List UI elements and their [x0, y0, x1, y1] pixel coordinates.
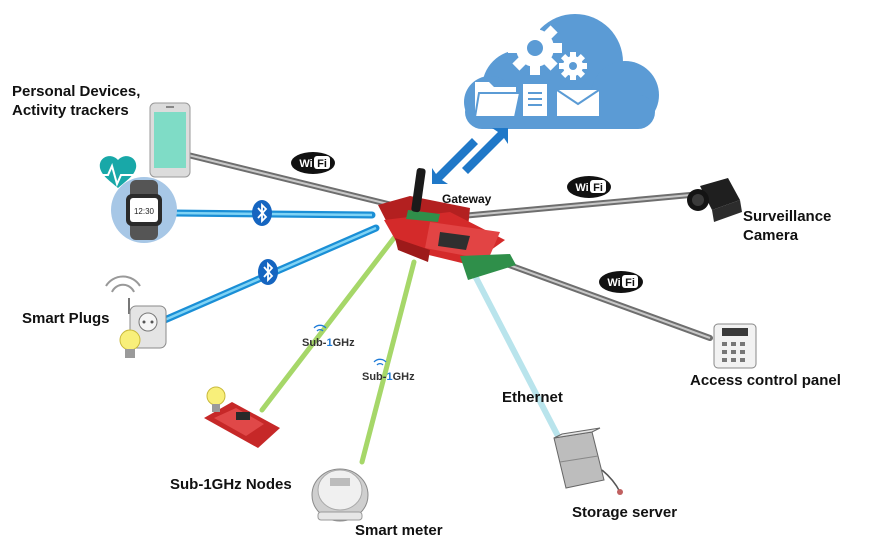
personal-devices-line2: Activity trackers [12, 102, 129, 119]
gear-icon [559, 52, 587, 80]
wifi-badge: Wi Fi [599, 271, 643, 293]
storage-server-label: Storage server [572, 504, 678, 521]
svg-text:Wi: Wi [607, 277, 620, 289]
watch-time: 12:30 [134, 207, 155, 216]
access-control-panel-icon [713, 323, 757, 369]
smart-meter-label: Smart meter [355, 522, 443, 539]
svg-text:Fi: Fi [317, 158, 327, 170]
surveillance-camera-icon [687, 178, 742, 222]
ethernet-link-storage [469, 267, 563, 443]
smart-plugs-label: Smart Plugs [22, 310, 110, 327]
wifi-link-camera-hi [439, 194, 691, 219]
heart-icon [98, 156, 140, 188]
bluetooth-icon [258, 259, 278, 285]
folder-icon [473, 82, 522, 118]
personal-devices-label: Personal Devices, Activity trackers [12, 82, 140, 120]
surveillance-line2: Camera [743, 227, 799, 244]
svg-text:Fi: Fi [625, 277, 635, 289]
storage-server-icon [553, 427, 623, 495]
document-icon [523, 84, 547, 116]
sub1ghz-suffix: GHz [332, 337, 355, 349]
gateway-label: Gateway [442, 192, 492, 206]
sync-arrows-icon [432, 128, 508, 184]
sub1ghz-one: 1 [326, 337, 333, 349]
surveillance-camera-label: Surveillance Camera [743, 207, 831, 245]
sub1ghz-signal-icon [373, 358, 387, 366]
svg-text:Wi: Wi [575, 182, 588, 194]
mail-icon [556, 89, 600, 116]
sub1ghz-badge: Sub-1GHz [302, 334, 355, 353]
sub1ghz-link-nodes [259, 235, 397, 413]
light-bulb-icon [206, 386, 226, 412]
wifi-badge: Wi Fi [567, 176, 611, 198]
wifi-badge: Wi Fi [291, 152, 335, 174]
bluetooth-icon [252, 200, 272, 226]
personal-devices-line1: Personal Devices, [12, 83, 141, 100]
ethernet-label: Ethernet [502, 389, 563, 406]
sub1ghz-nodes-label: Sub-1GHz Nodes [170, 476, 292, 493]
sub1ghz-suffix: GHz [392, 371, 415, 383]
smart-meter-icon [311, 468, 369, 522]
smartwatch-icon: 12:30 [111, 177, 177, 243]
sub1ghz-link-meter [359, 259, 417, 465]
light-bulb-icon [119, 329, 141, 358]
svg-text:Wi: Wi [299, 158, 312, 170]
gateway-board [378, 168, 516, 280]
wifi-link-access-hi [489, 257, 711, 339]
surveillance-line1: Surveillance [743, 208, 832, 225]
sub1ghz-prefix: Sub- [362, 371, 387, 383]
bluetooth-link-watch-hi [171, 211, 373, 217]
sub1ghz-signal-icon [313, 324, 327, 332]
sub1ghz-prefix: Sub- [302, 337, 327, 349]
svg-text:Fi: Fi [593, 182, 603, 194]
smartphone-icon [149, 102, 191, 178]
sub1ghz-node-board [204, 402, 280, 448]
sub1ghz-one: 1 [386, 371, 393, 383]
gear-icon [508, 21, 562, 75]
access-control-label: Access control panel [690, 372, 841, 389]
cloud-icon [464, 14, 659, 129]
wifi-link-phone-hi [187, 154, 393, 206]
sub1ghz-badge: Sub-1GHz [362, 368, 415, 387]
